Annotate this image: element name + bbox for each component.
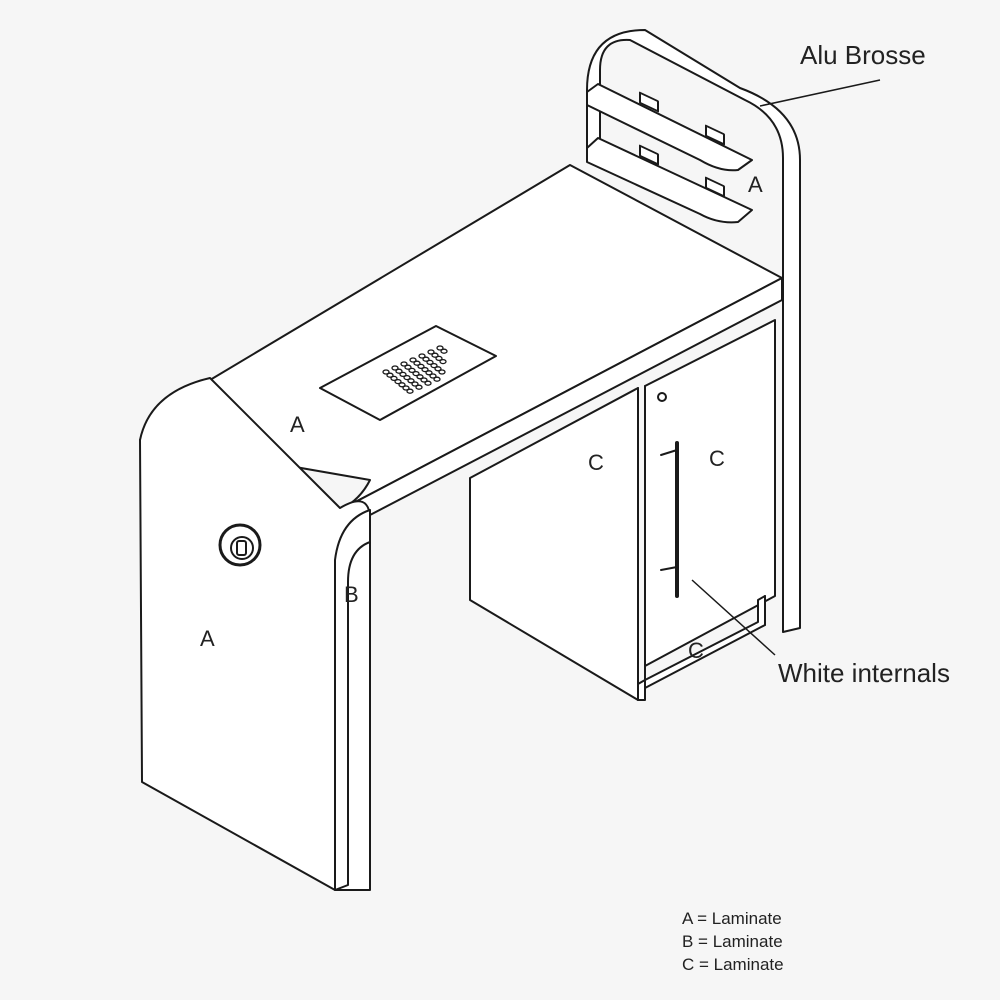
vent-hole [417, 363, 425, 370]
vent-holes [382, 345, 448, 394]
vent-hole [390, 375, 398, 382]
cabinet-door [644, 319, 776, 667]
vent-hole [422, 356, 430, 362]
vent-hole [433, 376, 441, 382]
vent-hole [418, 353, 426, 359]
vent-hole [420, 377, 428, 383]
shelf-upper [586, 83, 753, 172]
vent-hole [412, 370, 420, 377]
vent-hole [411, 381, 419, 387]
legend-item-c: C = Laminate [682, 955, 784, 974]
label-edge-b: B [344, 582, 359, 607]
vent-hole [407, 378, 415, 384]
vent-hole [391, 365, 399, 371]
vent-hole [436, 345, 444, 351]
vent-hole [430, 362, 438, 369]
label-door-c: C [709, 446, 725, 471]
vent-hole [431, 352, 439, 358]
label-top-a: A [290, 412, 305, 437]
label-alu-brosse: Alu Brosse [800, 40, 926, 70]
vent-hole [427, 349, 435, 355]
vent-hole [416, 374, 424, 380]
vent-hole [438, 369, 446, 375]
vent-hole [409, 357, 417, 363]
label-side-a: A [200, 626, 215, 651]
vent-hole [399, 371, 407, 378]
shelf-lower [586, 137, 753, 224]
vent-hole [386, 372, 394, 378]
vent-hole [395, 368, 403, 374]
vent-hole [403, 374, 411, 381]
vent-hole [424, 380, 432, 386]
vent-hole [400, 361, 408, 367]
left-edge-b [334, 509, 371, 891]
vent-hole [408, 367, 416, 374]
door-lock-icon [657, 392, 667, 402]
vent-hole [426, 359, 434, 366]
vent-hole [421, 366, 429, 373]
vent-hole [435, 355, 443, 362]
vent-hole [413, 360, 421, 366]
vent-hole [382, 369, 390, 375]
vent-hole [425, 370, 433, 376]
vent-plate [319, 325, 497, 421]
legend-item-a: A = Laminate [682, 909, 782, 928]
label-white-internals: White internals [778, 658, 950, 688]
cabinet-plinth [637, 595, 766, 701]
label-shelf-a: A [748, 172, 763, 197]
label-cabinet-c: C [588, 450, 604, 475]
leader-white-internals [691, 579, 776, 656]
vent-hole [394, 378, 402, 385]
vent-hole [415, 384, 423, 390]
back-panel [586, 29, 801, 633]
leader-alu-brosse [759, 79, 881, 107]
legend-item-b: B = Laminate [682, 932, 783, 951]
vent-hole [402, 385, 410, 391]
vent-hole [404, 364, 412, 370]
vent-hole [440, 348, 448, 354]
vent-hole [398, 382, 406, 388]
vent-hole [429, 373, 437, 379]
label-plinth-c: C [688, 638, 704, 663]
vent-hole [439, 358, 447, 365]
vent-hole [406, 388, 414, 394]
vent-hole [434, 366, 442, 372]
legend: A = Laminate B = Laminate C = Laminate [682, 910, 784, 973]
